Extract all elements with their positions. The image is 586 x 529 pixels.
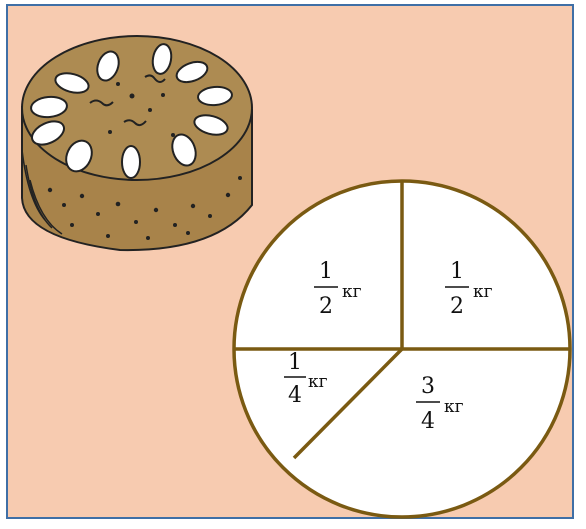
fraction-numerator: 3 <box>421 374 435 399</box>
segment-label-left: 1 4 кг <box>284 350 328 408</box>
segment-label-top-left: 1 2 кг <box>314 259 362 319</box>
fraction-numerator: 1 <box>450 259 464 284</box>
fraction-denominator: 2 <box>319 294 333 319</box>
unit-label: кг <box>444 397 464 417</box>
pie-diagram <box>232 179 572 519</box>
fraction-denominator: 2 <box>450 294 464 319</box>
cake-icon <box>21 35 253 252</box>
unit-label: кг <box>342 282 362 302</box>
unit-label: кг <box>308 372 328 392</box>
fraction-denominator: 4 <box>288 383 302 408</box>
fraction-numerator: 1 <box>288 350 302 375</box>
segment-label-top-right: 1 2 кг <box>445 259 493 319</box>
pie-divider-diagonal <box>292 347 404 460</box>
segment-label-bottom-right: 3 4 кг <box>416 374 464 434</box>
fraction-numerator: 1 <box>319 259 333 284</box>
fraction-denominator: 4 <box>421 409 435 434</box>
unit-label: кг <box>473 282 493 302</box>
